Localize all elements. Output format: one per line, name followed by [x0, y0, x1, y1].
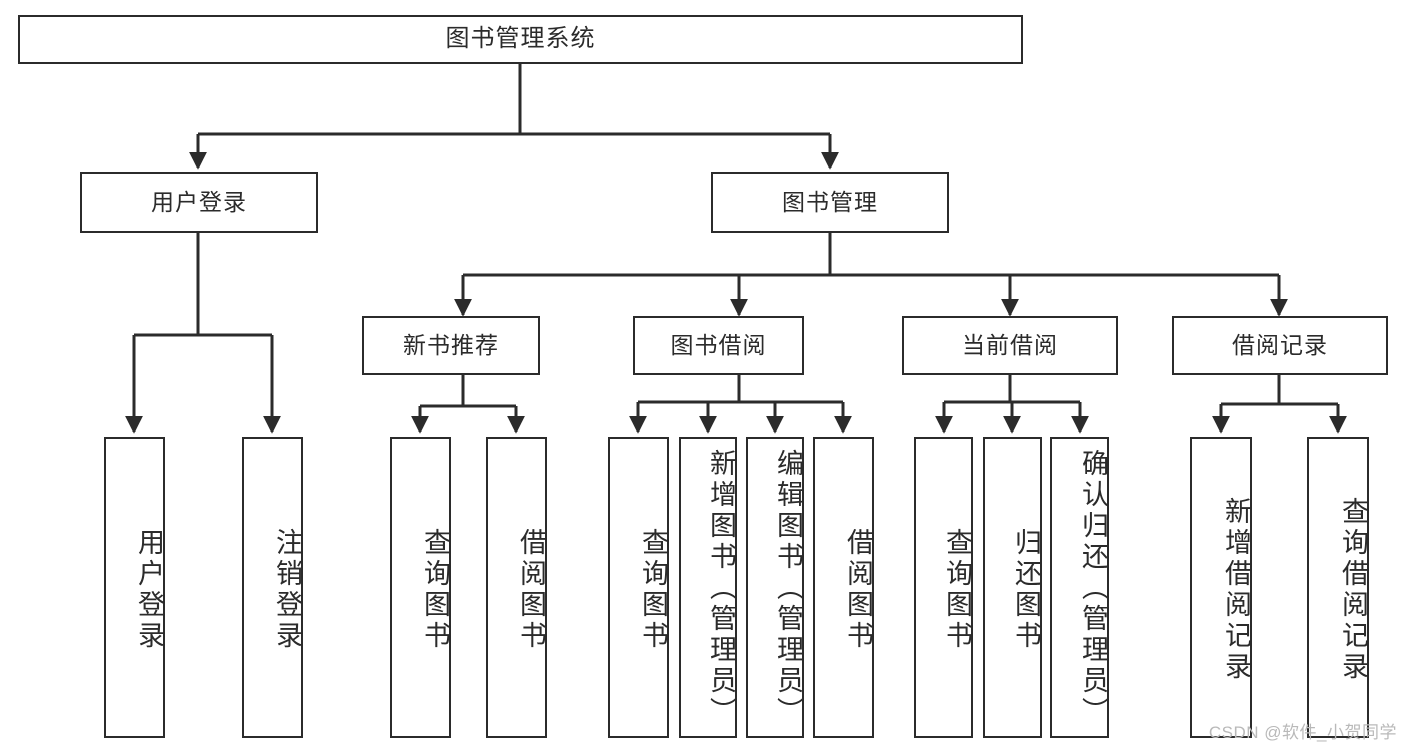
- node-label: 用户登录: [134, 527, 164, 652]
- leaf-newbook-query-book[interactable]: 查询图书: [390, 437, 451, 738]
- node-label: 借阅图书: [843, 527, 873, 652]
- node-current-borrow[interactable]: 当前借阅: [902, 316, 1118, 375]
- node-label: 当前借阅: [962, 331, 1058, 358]
- node-label: 查询图书: [420, 527, 450, 652]
- node-label: 新增借阅记录: [1221, 496, 1251, 683]
- leaf-current-query-book[interactable]: 查询图书: [914, 437, 973, 738]
- node-root-system[interactable]: 图书管理系统: [18, 15, 1023, 64]
- node-label: 借阅图书: [516, 527, 546, 652]
- leaf-borrow-query-book[interactable]: 查询图书: [608, 437, 669, 738]
- leaf-current-confirm-return-admin[interactable]: 确认归还（管理员）: [1050, 437, 1109, 738]
- node-label: 确认归还（管理员）: [1078, 449, 1108, 728]
- node-label: 借阅记录: [1232, 331, 1328, 358]
- node-label: 新书推荐: [403, 331, 499, 358]
- node-label: 用户登录: [151, 188, 247, 215]
- leaf-records-add-record[interactable]: 新增借阅记录: [1190, 437, 1252, 738]
- node-borrow-records[interactable]: 借阅记录: [1172, 316, 1388, 375]
- node-label: 编辑图书（管理员）: [773, 449, 803, 728]
- leaf-user-login-signout[interactable]: 注销登录: [242, 437, 303, 738]
- node-label: 图书管理: [782, 188, 878, 215]
- node-label: 查询图书: [638, 527, 668, 652]
- leaf-newbook-borrow-book[interactable]: 借阅图书: [486, 437, 547, 738]
- node-label: 注销登录: [272, 527, 302, 652]
- node-label: 查询借阅记录: [1338, 496, 1368, 683]
- node-book-borrow[interactable]: 图书借阅: [633, 316, 804, 375]
- node-label: 查询图书: [942, 527, 972, 652]
- leaf-current-return-book[interactable]: 归还图书: [983, 437, 1042, 738]
- node-user-login[interactable]: 用户登录: [80, 172, 318, 233]
- node-label: 新增图书（管理员）: [706, 449, 736, 728]
- leaf-borrow-borrow-book[interactable]: 借阅图书: [813, 437, 874, 738]
- leaf-user-login-signin[interactable]: 用户登录: [104, 437, 165, 738]
- node-label: 归还图书: [1011, 527, 1041, 652]
- node-new-book-recommend[interactable]: 新书推荐: [362, 316, 540, 375]
- node-book-management[interactable]: 图书管理: [711, 172, 949, 233]
- leaf-records-query-record[interactable]: 查询借阅记录: [1307, 437, 1369, 738]
- leaf-borrow-edit-book-admin[interactable]: 编辑图书（管理员）: [746, 437, 804, 738]
- leaf-borrow-add-book-admin[interactable]: 新增图书（管理员）: [679, 437, 737, 738]
- node-label: 图书管理系统: [445, 25, 596, 53]
- node-label: 图书借阅: [670, 331, 767, 358]
